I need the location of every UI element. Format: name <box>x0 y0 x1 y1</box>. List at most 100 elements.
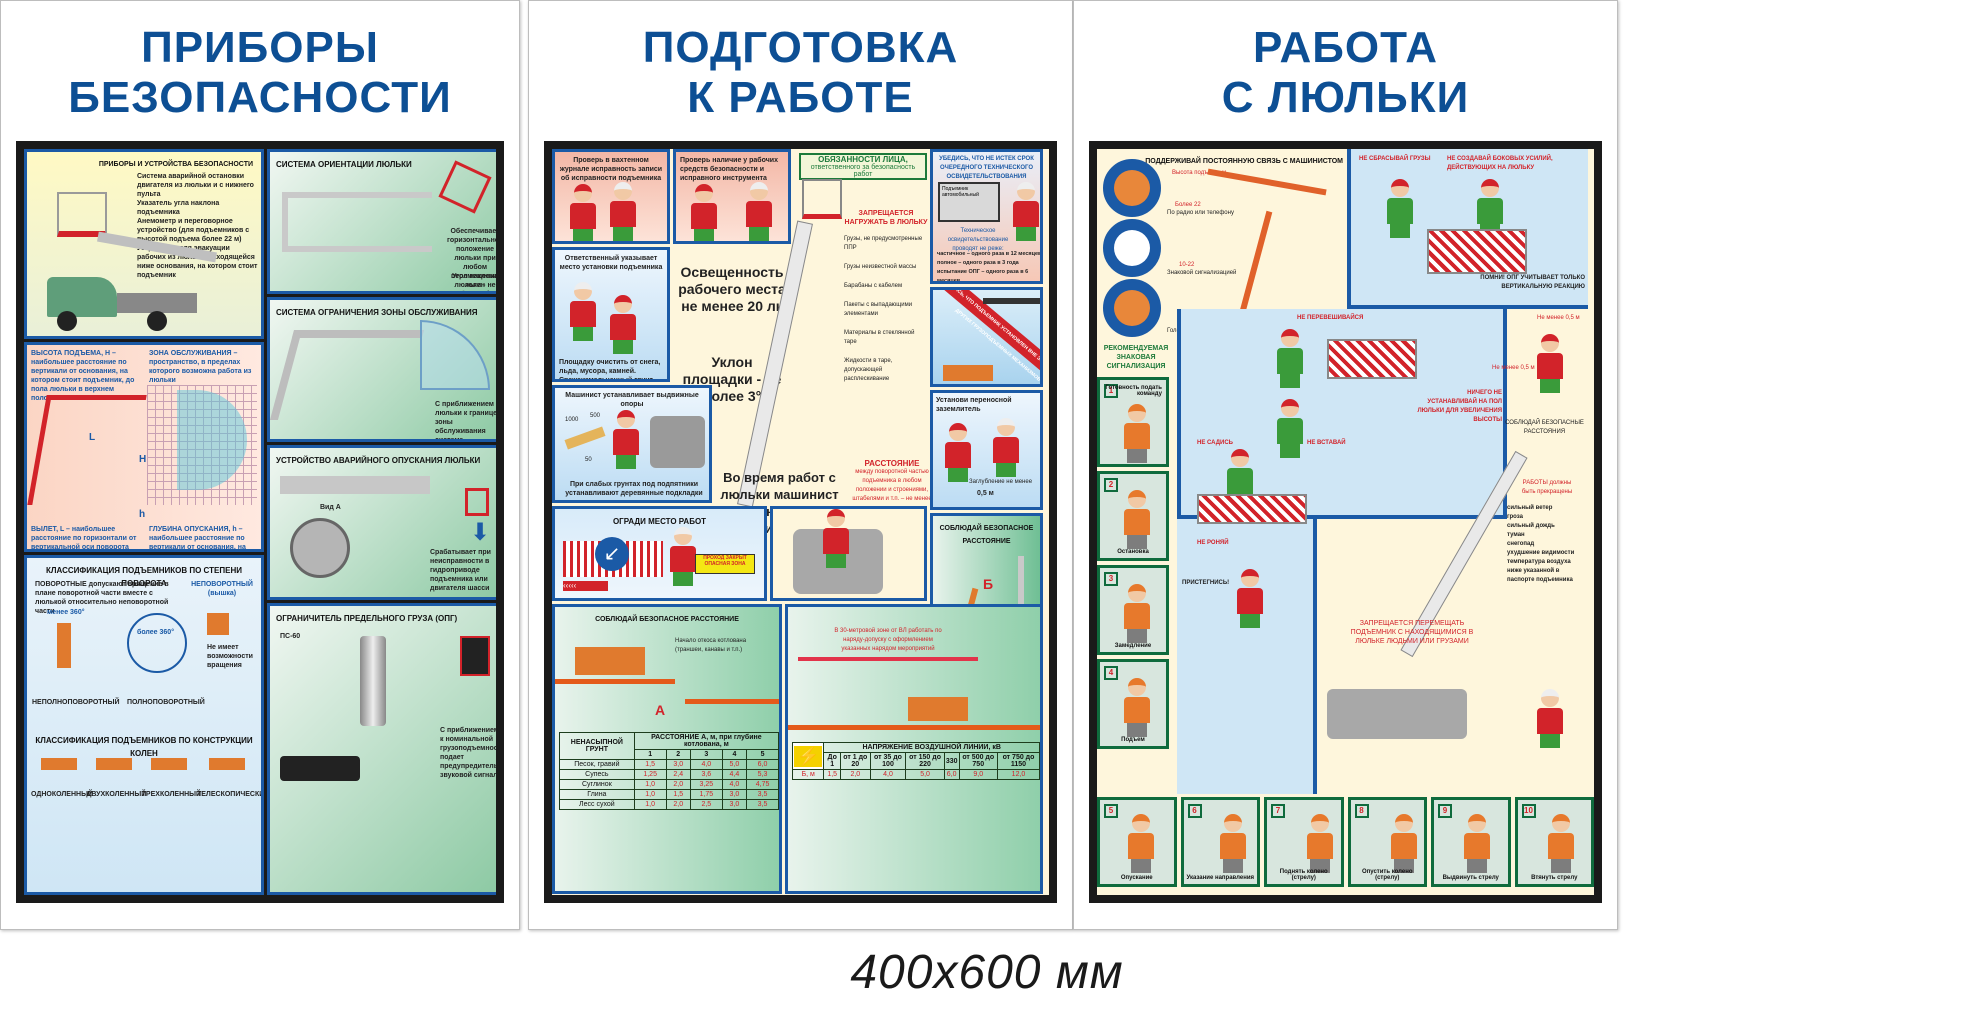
hand-signal-sign-icon <box>1103 219 1161 277</box>
signal-worker <box>1124 490 1150 550</box>
zone-diagram <box>270 330 425 420</box>
forbidden-list: ЗАПРЕЩАЕТСЯ НАГРУЖАТЬ В ЛЮЛЬКУ Грузы, не… <box>844 210 928 382</box>
poster-basket-work: РАБОТА С ЛЮЛЬКИ ПОДДЕРЖИВАЙ ПОСТОЯННУЮ С… <box>1073 0 1618 930</box>
ground-line-low <box>685 699 779 704</box>
ground-line <box>788 725 1040 730</box>
knees-title: КЛАССИФИКАЦИЯ ПОДЪЕМНИКОВ ПО КОНСТРУКЦИИ… <box>35 736 253 758</box>
panel-certificate: Проверь наличие у рабочих средств безопа… <box>673 149 791 244</box>
panel-place: Ответственный указывает место установки … <box>552 247 670 382</box>
poster-safety-devices: ПРИБОРЫ БЕЗОПАСНОСТИ ПРИБОРЫ И УСТРОЙСТВ… <box>0 0 520 930</box>
knee-type: ДВУХКОЛЕННЫЙ <box>86 758 146 799</box>
table-row: Лесс сухой 1,0 2,0 2,5 3,0 3,5 <box>559 799 779 810</box>
panel-title: СОБЛЮДАЙ БЕЗОПАСНОЕ РАССТОЯНИЕ <box>939 525 1034 545</box>
knee-type: ОДНОКОЛЕННЫЙ <box>31 758 93 799</box>
operator-illustration <box>823 509 849 569</box>
voltage-table: ⚡ НАПРЯЖЕНИЕ ВОЗДУШНОЙ ЛИНИИ, кВ До 1 от… <box>791 742 1040 780</box>
panel-title: ОГРАДИ МЕСТО РАБОТ <box>612 517 707 526</box>
table-row: Суглинок 1,0 2,0 3,25 4,0 4,75 <box>559 779 779 790</box>
worker-illustration <box>610 295 636 355</box>
inspection-list: частичное – одного раза в 12 месяцев пол… <box>937 251 1042 284</box>
panel-orientation: СИСТЕМА ОРИЕНТАЦИИ ЛЮЛЬКИ Обеспечивает г… <box>267 149 496 294</box>
poster-board: ПРИБОРЫ И УСТРОЙСТВА БЕЗОПАСНОСТИ Систем… <box>16 141 504 903</box>
truck-orange <box>575 647 645 675</box>
panel-crane-zone: УБЕДИСЬ, ЧТО ПОДЪЕМНИК УСТАНОВЛЕН ВНЕ ЗО… <box>930 287 1043 387</box>
poster-board: ПОДДЕРЖИВАЙ ПОСТОЯННУЮ СВЯЗЬ С МАШИНИСТО… <box>1089 141 1602 903</box>
truck-orange <box>908 697 968 721</box>
truck-rear <box>650 416 705 468</box>
ground-line <box>555 679 675 684</box>
worker-illustration <box>945 423 971 483</box>
signal-worker <box>1390 814 1417 874</box>
boom-diagram <box>282 192 432 252</box>
certificate-plate: Подъемник автомобильный <box>938 182 1000 222</box>
table-row: Глина 1,0 1,5 1,75 3,0 3,5 <box>559 789 779 800</box>
truck-illustration <box>47 267 197 331</box>
worker-illustration <box>1537 334 1563 394</box>
signals-title: РЕКОМЕНДУЕМАЯ ЗНАКОВАЯ СИГНАЛИЗАЦИЯ <box>1103 345 1169 370</box>
basket-illustration <box>57 192 107 237</box>
zone-dome <box>420 320 490 390</box>
boom-orange <box>1207 168 1327 196</box>
knee-type: ТРЕХКОЛЕННЫЙ <box>142 758 201 799</box>
truck-small <box>280 756 360 781</box>
lift-diagram <box>27 395 147 505</box>
poster-preparation: ПОДГОТОВКА К РАБОТЕ Проверь в вахтенном … <box>528 0 1073 930</box>
inspector-illustration <box>993 418 1019 478</box>
inspector-illustration <box>610 182 636 241</box>
overload-icon <box>460 636 490 676</box>
tower-icon <box>207 613 229 635</box>
panel-title: УСТРОЙСТВО АВАРИЙНОГО ОПУСКАНИЯ ЛЮЛЬКИ <box>276 456 481 465</box>
duties-header: ОБЯЗАННОСТИ ЛИЦА, ответственного за безо… <box>799 153 927 180</box>
worker-illustration <box>1387 179 1413 239</box>
table-row: Супесь 1,25 2,4 3,6 4,4 5,3 <box>559 769 779 780</box>
basket-illustration <box>802 179 842 219</box>
poster-title: РАБОТА С ЛЮЛЬКИ <box>1221 23 1470 122</box>
size-label: 400x600 мм <box>850 946 1124 999</box>
knee-types: ОДНОКОЛЕННЫЙ ДВУХКОЛЕННЫЙ ТРЕХКОЛЕННЫЙ Т… <box>31 758 261 799</box>
inspector-illustration <box>746 182 772 241</box>
signal-worker <box>1124 404 1150 464</box>
direction-sign-icon: ↙ <box>595 537 629 571</box>
comm-section: ПОДДЕРЖИВАЙ ПОСТОЯННУЮ СВЯЗЬ С МАШИНИСТО… <box>1097 149 1347 358</box>
table-row: Б, м 1,5 2,0 4,0 5,0 6,0 9,0 12,0 <box>791 769 1040 780</box>
panel-truck-rear <box>770 506 927 601</box>
soil-distance-table: НЕНАСЫПНОЙ ГРУНТ РАССТОЯНИЕ А, м, при гл… <box>559 732 779 810</box>
worker-illustration <box>1277 399 1303 459</box>
rules-bottom <box>1177 519 1317 794</box>
down-arrow-icon <box>465 488 489 516</box>
poster-title: ПОДГОТОВКА К РАБОТЕ <box>642 23 959 122</box>
basket-illustration <box>1427 229 1527 274</box>
panel-title: СИСТЕМА ОГРАНИЧЕНИЯ ЗОНЫ ОБСЛУЖИВАНИЯ <box>276 308 478 317</box>
table-row: Песок, гравий 1,5 3,0 4,0 5,0 6,0 <box>559 759 779 770</box>
panel-title: ОГРАНИЧИТЕЛЬ ПРЕДЕЛЬНОГО ГРУЗА (ОПГ) <box>276 614 458 623</box>
panel-zone: СИСТЕМА ОГРАНИЧЕНИЯ ЗОНЫ ОБСЛУЖИВАНИЯ С … <box>267 297 496 442</box>
signal-worker <box>1219 814 1246 874</box>
slope-note: Уклон площадки - не более 3° <box>682 354 782 404</box>
crane-illustration <box>983 298 1040 304</box>
panel-grounding: Установи переносной заземлитель Заглубле… <box>930 390 1043 510</box>
chevron-barrier: ‹‹‹‹‹ <box>563 581 608 591</box>
signal-worker <box>1124 584 1150 644</box>
signal-worker <box>1124 678 1150 738</box>
full-rotation-icon <box>127 613 187 673</box>
panel-fence: ОГРАДИ МЕСТО РАБОТ ↙ ПРОХОД ЗАКРЫТ ОПАСН… <box>552 506 767 601</box>
panel-opg: ОГРАНИЧИТЕЛЬ ПРЕДЕЛЬНОГО ГРУЗА (ОПГ) ПС-… <box>267 603 496 895</box>
boom-section <box>280 476 430 494</box>
stop-conditions-list: сильный ветер гроза сильный дождь туман … <box>1507 505 1575 583</box>
panel-voltage: В 30-метровой зоне от ВЛ работать по нар… <box>785 604 1043 894</box>
inspector-illustration <box>1013 182 1039 242</box>
worker-illustration <box>570 184 596 241</box>
double-arrow <box>798 657 978 661</box>
high-voltage-icon: ⚡ <box>791 742 825 770</box>
basket-illustration <box>1327 339 1417 379</box>
poster-title: ПРИБОРЫ БЕЗОПАСНОСТИ <box>68 23 452 122</box>
devices-list: Система аварийной остановки двигателя из… <box>137 173 258 279</box>
partial-rotation-icon <box>57 623 71 668</box>
